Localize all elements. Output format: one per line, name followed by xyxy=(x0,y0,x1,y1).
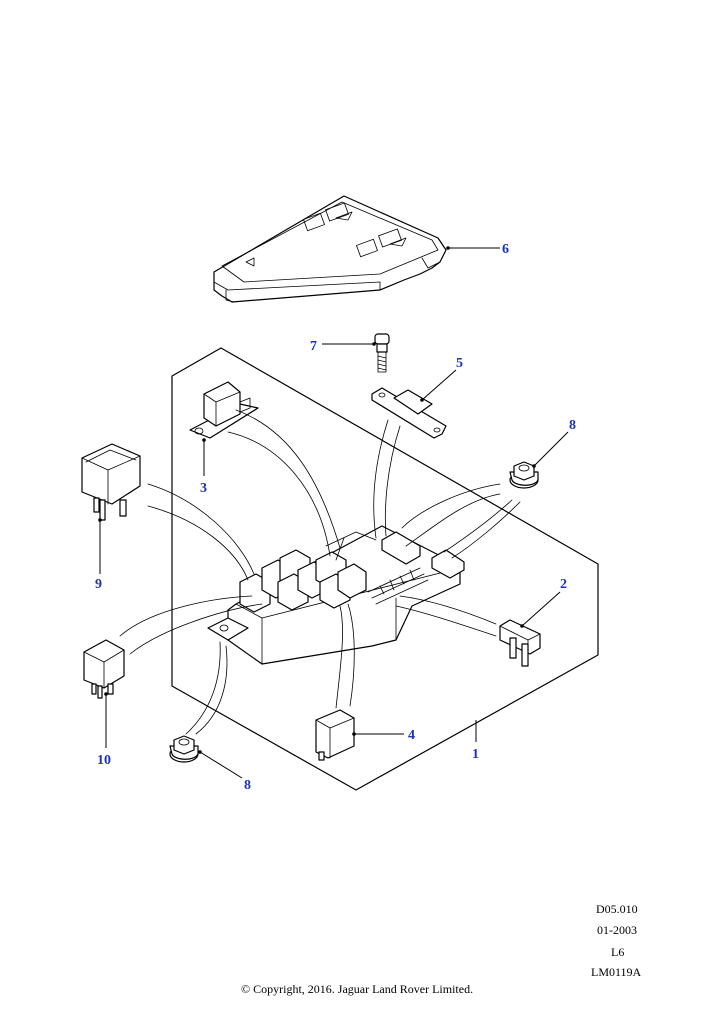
copyright: © Copyright, 2016. Jaguar Land Rover Lim… xyxy=(241,982,473,996)
ref-date: 01-2003 xyxy=(597,923,637,937)
callout-7[interactable]: 7 xyxy=(310,339,317,354)
relay-small[interactable] xyxy=(83,639,125,699)
callout-10[interactable]: 10 xyxy=(97,753,111,768)
relay-large[interactable] xyxy=(81,443,141,521)
nut-lower[interactable] xyxy=(169,735,199,763)
bracket-relay[interactable] xyxy=(189,381,259,439)
callout-1[interactable]: 1 xyxy=(472,747,479,762)
fusebox-cover[interactable] xyxy=(213,195,447,303)
ref-illustration: LM0119A xyxy=(591,965,642,979)
callout-leaders xyxy=(98,246,569,779)
assembly-boundary xyxy=(171,347,599,791)
fusebox-body xyxy=(207,525,465,665)
bolt[interactable] xyxy=(374,333,390,373)
callout-8-lower[interactable]: 8 xyxy=(244,778,251,793)
blade-fuse[interactable] xyxy=(499,619,541,667)
leader-curves xyxy=(119,409,521,735)
plug-relay[interactable] xyxy=(315,709,355,761)
ref-code: D05.010 xyxy=(596,902,638,916)
callout-4[interactable]: 4 xyxy=(408,728,415,743)
callout-3[interactable]: 3 xyxy=(200,481,207,496)
callout-5[interactable]: 5 xyxy=(456,356,463,371)
nut-upper[interactable] xyxy=(509,461,539,489)
ref-variant: L6 xyxy=(611,945,624,959)
mega-fuse[interactable] xyxy=(371,387,447,439)
callout-6[interactable]: 6 xyxy=(502,242,509,257)
callout-9[interactable]: 9 xyxy=(95,577,102,592)
callout-8-upper[interactable]: 8 xyxy=(569,418,576,433)
callout-2[interactable]: 2 xyxy=(560,577,567,592)
